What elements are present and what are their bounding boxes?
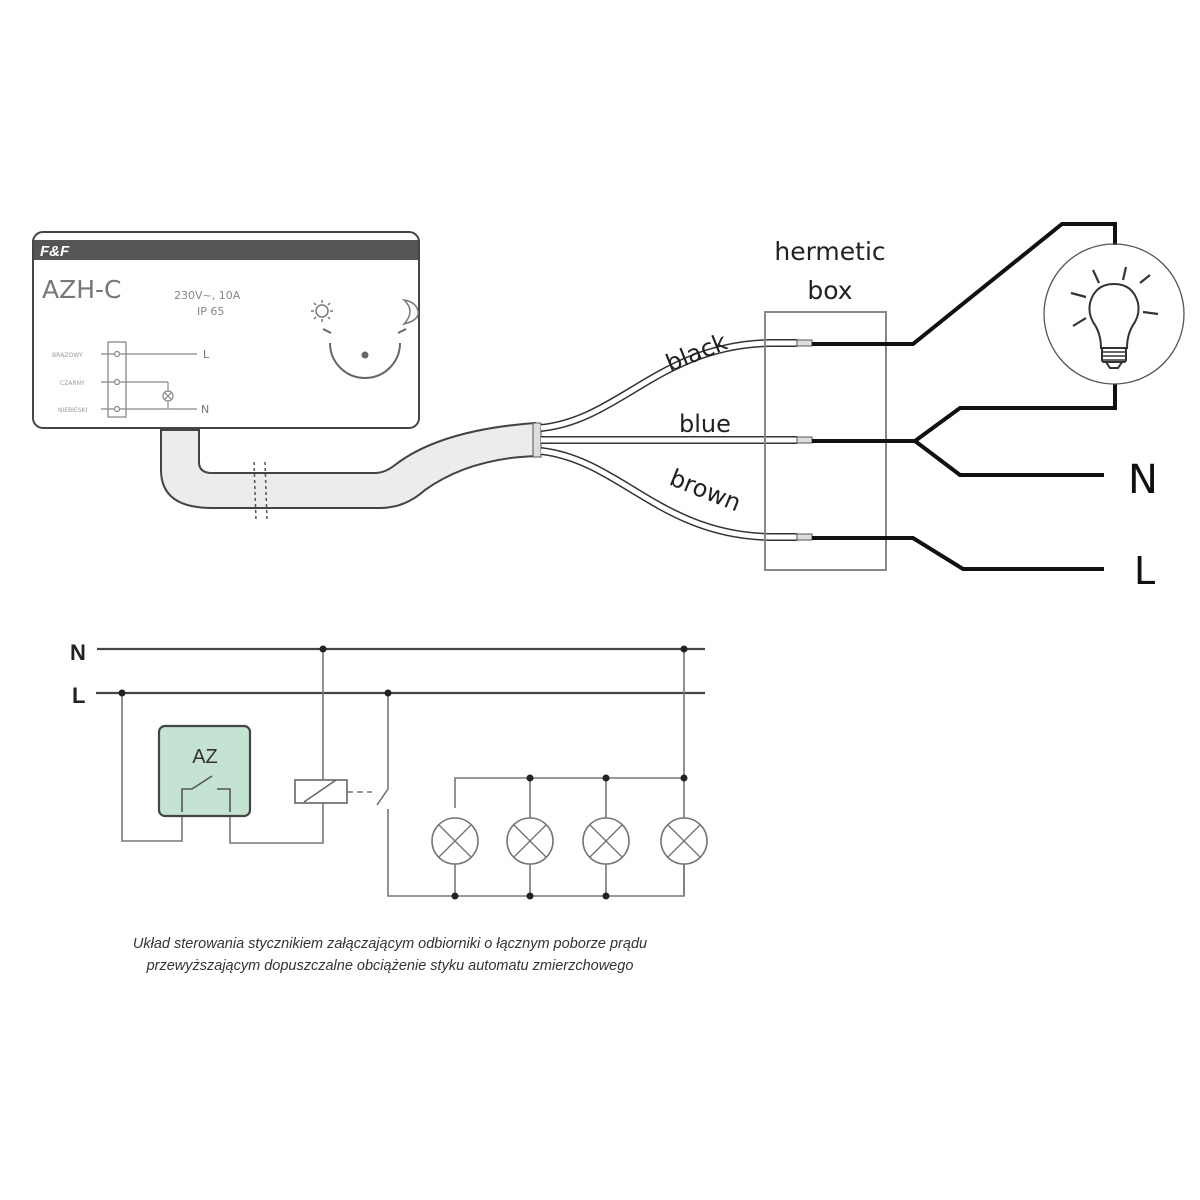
caption-line-2: przewyższającym dopuszczalne obciążenie … xyxy=(146,958,634,974)
bus-lines xyxy=(96,647,705,695)
terminal-label-blue: NIEBIESKI xyxy=(58,407,87,414)
dial-knob-icon xyxy=(322,328,407,379)
wire-label-black: black xyxy=(662,328,732,378)
lamp-symbol-icon xyxy=(506,817,554,865)
device-header-bar xyxy=(34,240,418,260)
controller-az: AZ xyxy=(157,724,252,818)
terminal-label-black: CZARNY xyxy=(60,380,85,387)
output-wiring xyxy=(812,222,1117,571)
output-live-label: L xyxy=(1134,549,1155,593)
junction-dots xyxy=(118,645,688,900)
terminal-label-brown: BRĄZOWY xyxy=(52,352,83,359)
model-name: AZH-C xyxy=(42,275,122,304)
device-rating: 230V~, 10A xyxy=(174,289,241,302)
terminal-block: BRĄZOWY CZARNY NIEBIESKI L N xyxy=(52,341,210,418)
output-neutral-label: N xyxy=(1128,457,1158,503)
lamp-symbol-icon xyxy=(582,817,630,865)
wire-label-brown: brown xyxy=(666,464,745,518)
lamp-group xyxy=(431,817,708,865)
light-bulb-icon xyxy=(1043,243,1185,385)
terminal-line-L: L xyxy=(203,348,210,361)
contactor-coil xyxy=(294,779,348,804)
sun-icon xyxy=(311,300,333,322)
device-housing: F&F AZH-C 230V~, 10A IP 65 BRĄZO xyxy=(32,231,420,429)
device-ip-rating: IP 65 xyxy=(197,305,224,318)
lamp-symbol-icon xyxy=(431,817,479,865)
bus-label-N: N xyxy=(70,640,86,665)
cable-end-cap xyxy=(532,422,542,458)
lamp-symbol-icon xyxy=(660,817,708,865)
cable-sheath xyxy=(160,421,539,509)
brand-logo: F&F xyxy=(40,243,70,260)
wire-blue xyxy=(541,436,813,444)
bus-label-L: L xyxy=(72,683,85,708)
controller-label: AZ xyxy=(192,746,218,768)
wire-label-blue: blue xyxy=(679,410,731,438)
caption-line-1: Układ sterowania stycznikiem załączający… xyxy=(133,936,647,952)
hermetic-box-label-line1: hermetic xyxy=(774,237,885,266)
cable-break-marks xyxy=(253,461,268,521)
moon-icon xyxy=(401,298,419,326)
hermetic-box-label-line2: box xyxy=(807,276,852,305)
controller-contact xyxy=(181,775,231,812)
terminal-line-N: N xyxy=(201,403,209,416)
